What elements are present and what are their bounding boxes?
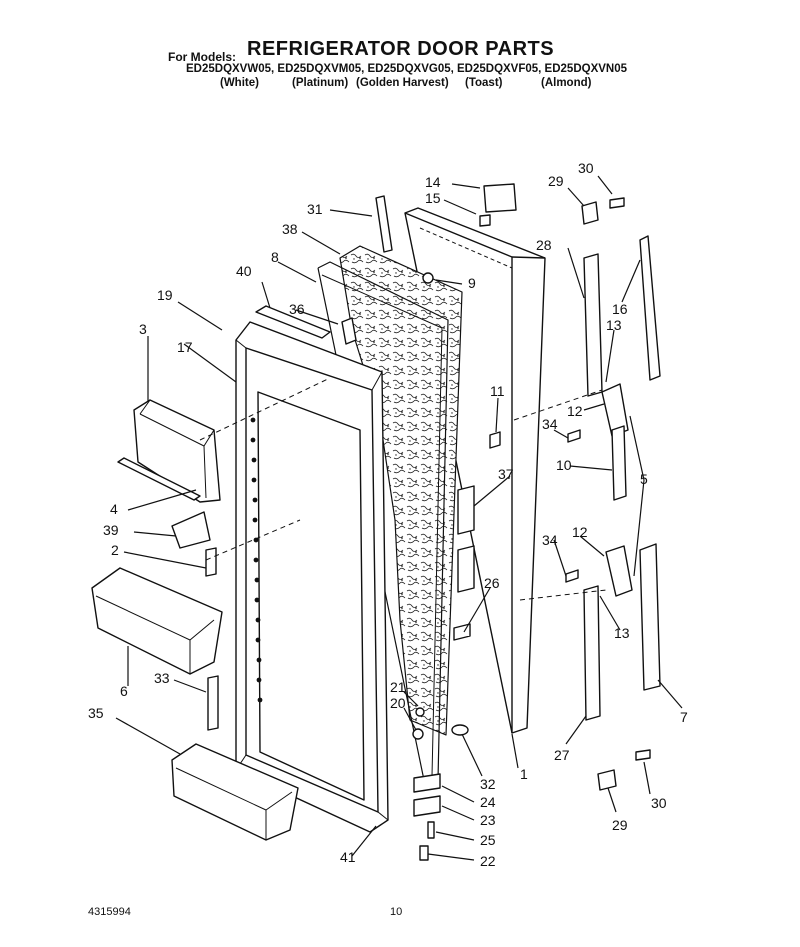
- color-white: (White): [220, 77, 259, 89]
- callout-17: 17: [177, 339, 193, 355]
- pad-14: [483, 183, 517, 213]
- page-number: 10: [390, 906, 403, 918]
- callout-24: 24: [480, 794, 496, 810]
- screw-30-top: [609, 197, 625, 209]
- channel-28: [583, 253, 603, 397]
- bracket-23: [413, 795, 441, 817]
- callout-30-bottom: 30: [651, 795, 667, 811]
- hinge-bottom-29: [597, 769, 617, 791]
- callout-28: 28: [536, 237, 552, 253]
- door-bin-35: [171, 743, 299, 841]
- channel-10: [611, 425, 627, 501]
- color-almond: (Almond): [541, 77, 592, 89]
- callout-labels: 14 15 30 29 31 38 28 8 9 40 16 19 36 13 …: [88, 160, 688, 869]
- color-toast: (Toast): [465, 77, 503, 89]
- door-bin-6: [91, 567, 223, 675]
- callout-10: 10: [556, 457, 572, 473]
- for-models-label: For Models:: [168, 50, 236, 64]
- clip-39: [171, 511, 211, 549]
- callout-1: 1: [520, 766, 528, 782]
- document-number: 4315994: [88, 906, 131, 918]
- hinge-12-top: [601, 383, 629, 437]
- bracket-24: [413, 773, 441, 793]
- callout-41: 41: [340, 849, 356, 865]
- callout-34-bottom: 34: [542, 532, 558, 548]
- bushing-32: [451, 724, 469, 736]
- callout-26: 26: [484, 575, 500, 591]
- leader-lines: [115, 175, 683, 861]
- block-37a: [457, 485, 475, 535]
- top-channel: [255, 305, 331, 339]
- callout-25: 25: [480, 832, 496, 848]
- callout-27: 27: [554, 747, 570, 763]
- callout-3: 3: [139, 321, 147, 337]
- callout-13-bottom: 13: [614, 625, 630, 641]
- callout-40: 40: [236, 263, 252, 279]
- trim-strip-31: [375, 195, 393, 253]
- bracket-11: [489, 431, 501, 449]
- callout-5: 5: [640, 471, 648, 487]
- callout-37: 37: [498, 466, 514, 482]
- callout-14: 14: [425, 174, 441, 190]
- color-golden-harvest: (Golden Harvest): [356, 77, 449, 89]
- callout-29-top: 29: [548, 173, 564, 189]
- callout-7: 7: [680, 709, 688, 725]
- callout-13-top: 13: [606, 317, 622, 333]
- washer-21: [415, 707, 425, 717]
- handle-16: [639, 235, 661, 381]
- callout-31: 31: [307, 201, 323, 217]
- screw-25: [427, 821, 435, 839]
- callout-12-bottom: 12: [572, 524, 588, 540]
- callout-29-bottom: 29: [612, 817, 628, 833]
- callout-38: 38: [282, 221, 298, 237]
- alignment-lines: [199, 377, 607, 601]
- callout-32: 32: [480, 776, 496, 792]
- block-37b: [457, 545, 475, 593]
- model-numbers: ED25DQXVW05, ED25DQXVM05, ED25DQXVG05, E…: [186, 63, 628, 75]
- callout-11: 11: [490, 383, 505, 399]
- callout-16: 16: [612, 301, 628, 317]
- callout-22: 22: [480, 853, 496, 869]
- liner-holes: [250, 417, 263, 703]
- callout-15: 15: [425, 190, 441, 206]
- pad-15: [479, 214, 491, 227]
- callout-36: 36: [289, 301, 305, 317]
- trim-strip-36: [341, 317, 357, 345]
- callout-23: 23: [480, 812, 496, 828]
- callout-34-top: 34: [542, 416, 558, 432]
- clip-2: [205, 547, 217, 577]
- callout-9: 9: [468, 275, 476, 291]
- callout-6: 6: [120, 683, 128, 699]
- inner-door-liner: [235, 321, 389, 833]
- page-title: REFRIGERATOR DOOR PARTS: [247, 38, 555, 60]
- screw-9: [422, 272, 434, 284]
- callout-21: 21: [390, 679, 406, 695]
- screw-34-bottom: [565, 569, 579, 583]
- door-gasket-frame: [317, 261, 449, 786]
- callout-39: 39: [103, 522, 119, 538]
- screw-30-bottom: [635, 749, 651, 761]
- callout-4: 4: [110, 501, 118, 517]
- callout-19: 19: [157, 287, 173, 303]
- callout-20: 20: [390, 695, 406, 711]
- color-platinum: (Platinum): [292, 77, 349, 89]
- washer-20: [412, 728, 424, 740]
- handle-lower: [639, 543, 661, 691]
- clip-33: [207, 675, 219, 731]
- callout-2: 2: [111, 542, 119, 558]
- hinge-12-bottom: [605, 545, 633, 597]
- dispenser-cover-3: [133, 399, 221, 503]
- callout-33: 33: [154, 670, 170, 686]
- screw-22: [419, 845, 429, 861]
- trim-4: [117, 457, 201, 501]
- callout-8: 8: [271, 249, 279, 265]
- callout-12-top: 12: [567, 403, 583, 419]
- screw-34-top: [567, 429, 581, 443]
- hinge-top-29: [581, 201, 599, 225]
- channel-27: [583, 585, 601, 721]
- callout-35: 35: [88, 705, 104, 721]
- callout-30-top: 30: [578, 160, 594, 176]
